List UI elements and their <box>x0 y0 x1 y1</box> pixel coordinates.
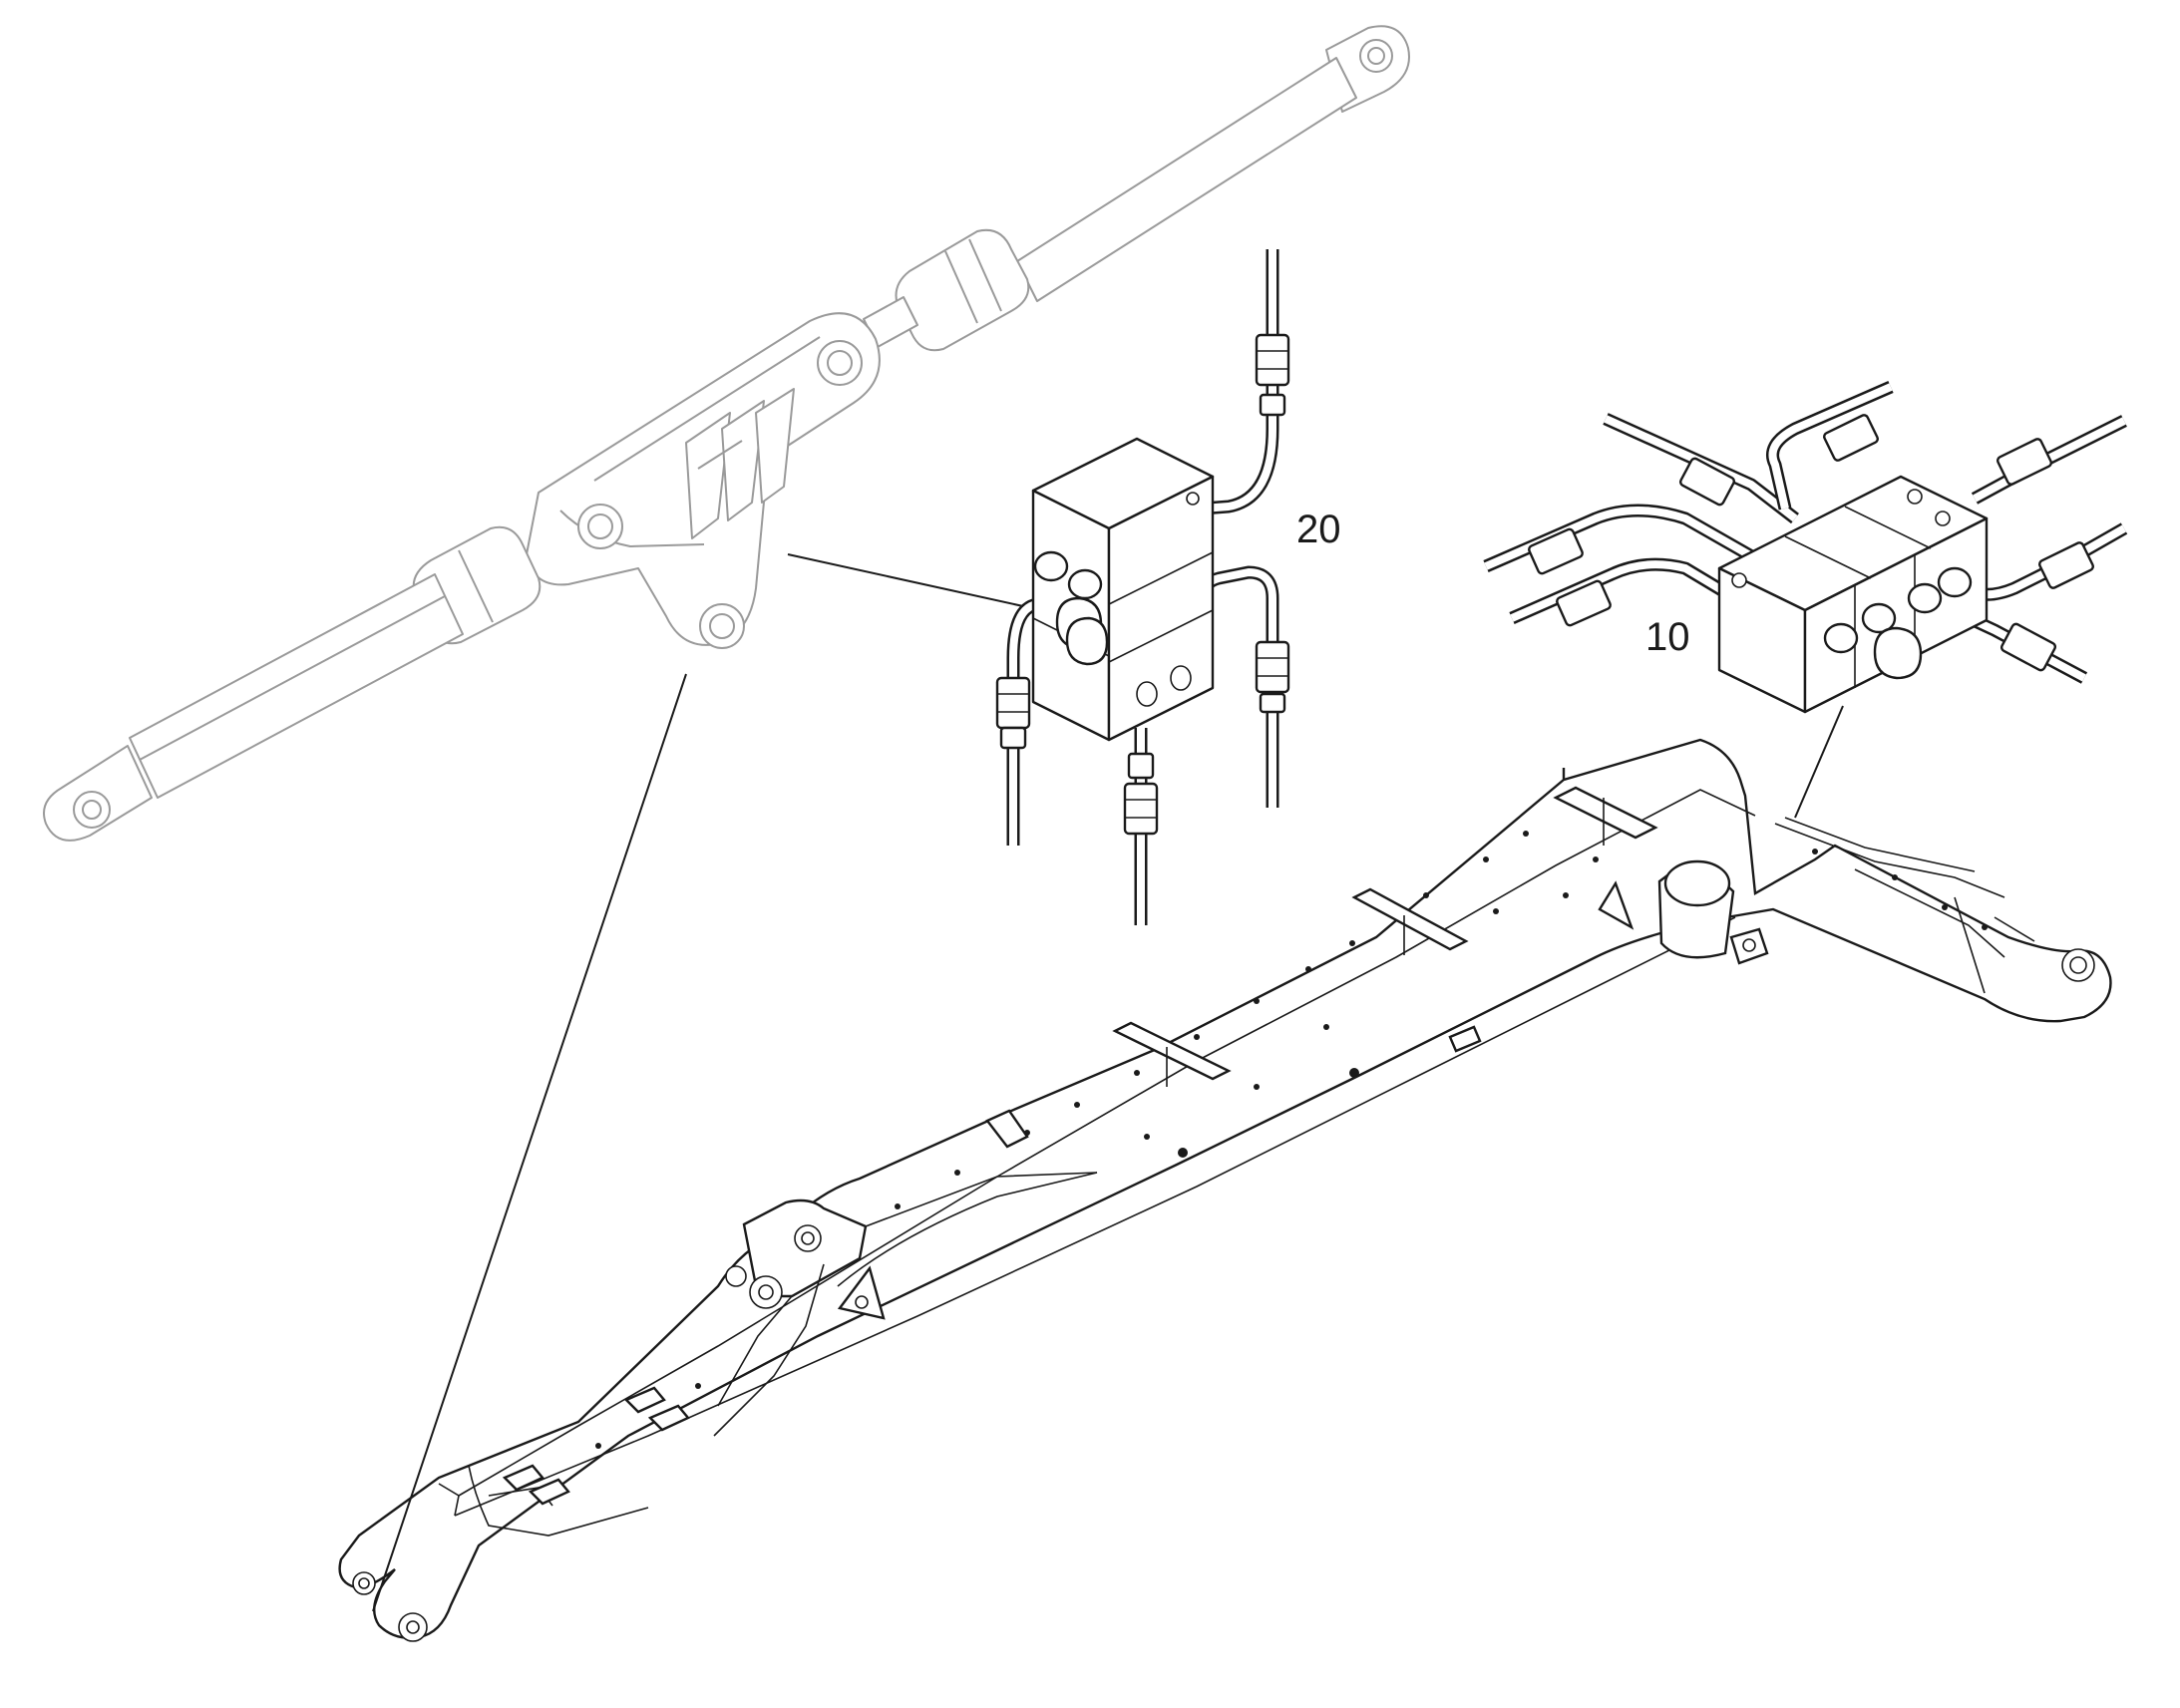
leader-bracket-to-boom-foot <box>372 673 687 1612</box>
boom-arm <box>338 738 2112 1642</box>
callout-20: 20 <box>1296 508 1341 551</box>
lower-barrel <box>129 573 464 799</box>
base-end-eye <box>43 745 153 842</box>
upper-rod <box>1016 57 1357 302</box>
callout-10: 10 <box>1645 615 1690 659</box>
valve-block-20 <box>995 249 1290 925</box>
leader-valve-10-to-boom <box>1794 705 1844 819</box>
trunnion-bracket <box>526 312 881 649</box>
hose-clamps <box>985 786 1658 1149</box>
valve-block-10-side <box>1803 516 1989 714</box>
boom-bolt-holes <box>595 831 1988 1449</box>
lifting-lug <box>837 1265 886 1320</box>
lifting-lug-upper <box>1598 880 1635 930</box>
boom-outline <box>338 738 2112 1639</box>
leader-lines <box>372 553 1844 1612</box>
boom-cylinder-ghost <box>43 25 1410 842</box>
cylinder-boss <box>1657 859 1769 965</box>
pipe-nuts-10 <box>1528 414 2094 672</box>
valve-block-10 <box>1483 381 2128 714</box>
leader-bracket-to-valve-20 <box>787 553 1024 607</box>
arm-cylinder-bracket <box>713 1172 1098 1437</box>
pipe-nuts-20 <box>995 333 1290 836</box>
